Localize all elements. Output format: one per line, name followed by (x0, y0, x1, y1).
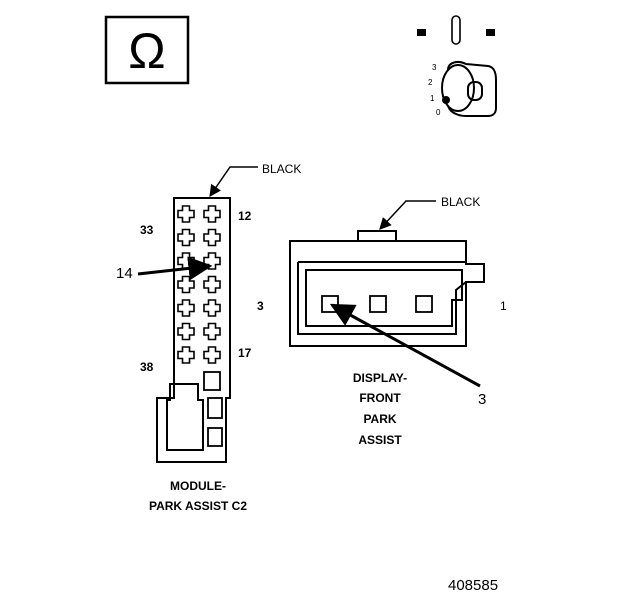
pin-cavities (177, 205, 221, 364)
display-caption-line1: DISPLAY- (353, 371, 407, 385)
key-position-1: 1 (430, 94, 435, 103)
pin-14-callout: 14 (116, 256, 213, 282)
display-pin-3-callout: 3 (329, 303, 486, 408)
pin-label-38: 38 (140, 360, 154, 374)
display-caption-line4: ASSIST (358, 433, 402, 447)
pin-cavity (177, 228, 195, 247)
pin-label-17: 17 (238, 346, 252, 360)
pin-label-3: 3 (257, 299, 264, 313)
display-caption-line3: PARK (363, 412, 396, 426)
display-pin-label-1: 1 (500, 299, 507, 313)
pin-cavity (203, 299, 221, 317)
display-color-label: BLACK (441, 195, 480, 209)
pin-cavity (177, 205, 195, 223)
pin-cavity (177, 299, 195, 317)
symbol-box: Ω (104, 15, 190, 85)
key-position-2: 2 (428, 78, 433, 87)
pin-cavity (203, 228, 221, 247)
module-caption-line2: PARK ASSIST C2 (149, 499, 247, 513)
module-caption-line1: MODULE- (170, 479, 226, 493)
pin-cavity (203, 346, 221, 364)
display-color-callout: BLACK (379, 195, 480, 230)
key-position-3: 3 (432, 63, 437, 72)
ignition-key-icon: 3 2 1 0 (417, 15, 497, 117)
pin-label-33: 33 (140, 223, 154, 237)
pin-cavity (177, 322, 195, 341)
display-pin-3-label: 3 (478, 391, 486, 408)
omega-icon: Ω (128, 23, 165, 79)
pin-14-label: 14 (116, 265, 133, 282)
module-connector (156, 197, 231, 463)
pin-cavity (177, 346, 195, 364)
key-position-0: 0 (436, 108, 441, 117)
pin-cavity (203, 275, 221, 294)
pin-cavity (203, 205, 221, 223)
pin-cavity (177, 275, 195, 294)
pin-label-12: 12 (238, 209, 252, 223)
display-connector (289, 230, 485, 347)
display-caption-line2: FRONT (359, 391, 401, 405)
module-color-label: BLACK (262, 162, 301, 176)
figure-number: 408585 (448, 577, 498, 594)
pin-cavity (203, 322, 221, 341)
module-color-callout: BLACK (209, 162, 301, 197)
